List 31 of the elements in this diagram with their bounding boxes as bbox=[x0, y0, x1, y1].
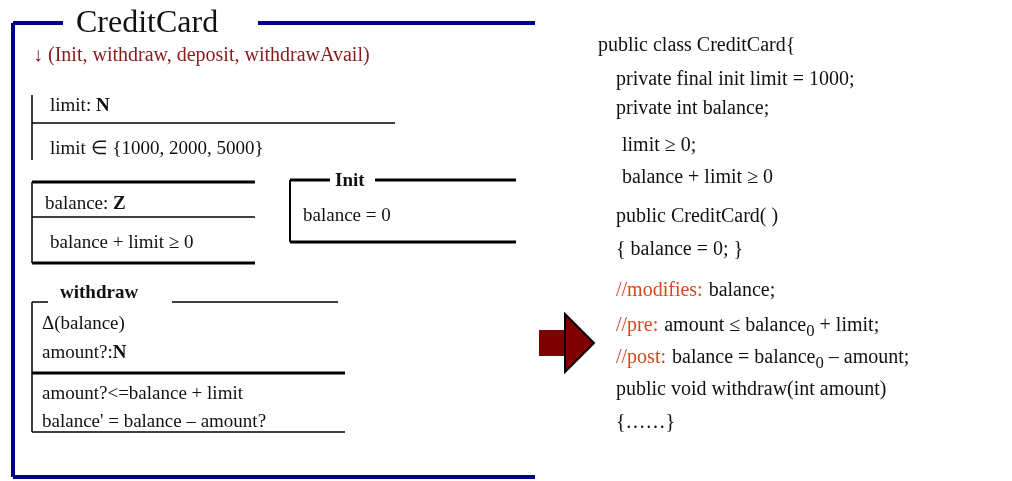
schema-box bbox=[32, 92, 397, 162]
code-line: public class CreditCard{ bbox=[598, 33, 796, 55]
declaration-text: balance: Z bbox=[45, 192, 126, 214]
code-line: balance + limit ≥ 0 bbox=[622, 165, 774, 187]
schema-title: withdraw bbox=[60, 281, 139, 303]
code-comment-marker: //modifies: bbox=[616, 278, 703, 300]
code-line: public void withdraw(int amount) bbox=[616, 377, 887, 399]
code-line: private int balance; bbox=[616, 96, 770, 118]
code-line: public CreditCard( ) bbox=[616, 204, 779, 226]
declaration-text: amount?:N bbox=[42, 341, 127, 363]
block-arrow bbox=[539, 313, 595, 373]
declaration-text: limit: N bbox=[50, 94, 110, 116]
declaration-text: Δ(balance) bbox=[42, 312, 125, 334]
code-line: {……} bbox=[616, 410, 676, 432]
predicate-text: balance' = balance – amount? bbox=[42, 410, 267, 432]
visibility-list: ↓ (Init, withdraw, deposit, withdrawAvail) bbox=[33, 43, 370, 65]
code-line: private final init limit = 1000; bbox=[616, 67, 855, 89]
code-line: amount ≤ balance$_{0}$ + limit; bbox=[664, 313, 880, 335]
predicate-text: amount?<=balance + limit bbox=[42, 382, 243, 404]
predicate-text: balance + limit ≥ 0 bbox=[50, 231, 194, 253]
code-line: balance; bbox=[708, 278, 776, 300]
code-comment-marker: //pre: bbox=[616, 313, 659, 335]
code-comment-marker: //post: bbox=[616, 345, 666, 367]
code-line: { balance = 0; } bbox=[616, 237, 744, 259]
schema-title: CreditCard bbox=[76, 2, 219, 40]
code-line: balance = balance$_{0}$ – amount; bbox=[672, 345, 910, 367]
predicate-text: balance = 0 bbox=[303, 204, 391, 226]
predicate-text: limit ∈ {1000, 2000, 5000} bbox=[50, 137, 264, 159]
code-line: limit ≥ 0; bbox=[622, 133, 697, 155]
schema-box bbox=[32, 180, 257, 265]
schema-title: Init bbox=[335, 169, 365, 191]
